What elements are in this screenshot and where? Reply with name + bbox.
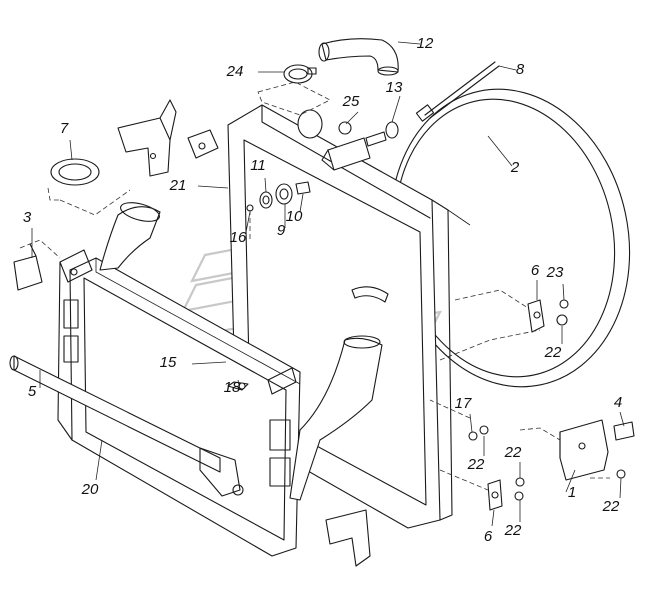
gasket-ring [50,158,100,186]
assembly-lines [19,81,610,491]
hose-clamp [283,64,317,84]
callout-c22c: 22 [504,444,522,461]
callout-c6a: 6 [531,262,540,279]
callout-c24: 24 [226,63,244,80]
fitting-parts [338,121,399,147]
callout-c2: 2 [510,159,520,176]
callout-c18: 18 [224,379,241,396]
callout-c9: 9 [277,222,286,239]
right-mount-bracket-lower [487,479,503,511]
callout-c22b: 22 [467,456,485,473]
callout-c10: 10 [286,208,303,225]
small-clip [187,129,219,159]
callout-c22e: 22 [602,498,620,515]
callout-c17: 17 [455,395,472,412]
callout-c16: 16 [230,229,247,246]
callout-c23: 23 [546,264,564,281]
outlet-pipe [289,335,383,501]
coolant-hose [318,38,399,76]
lower-coolant-tube [9,355,244,497]
callout-c13: 13 [386,79,403,96]
lower-center-bracket [325,509,371,567]
upper-left-bracket [117,99,177,177]
overflow-tube [415,61,500,122]
right-mount-bracket-upper [527,299,545,333]
drain-fittings [246,181,311,212]
callout-c6b: 6 [484,528,493,545]
callout-c5: 5 [28,383,37,400]
radiator-core [57,249,301,557]
callout-c22d: 22 [504,522,522,539]
fasteners [227,299,626,501]
callout-c22a: 22 [544,344,562,361]
upper-inlet-pipe [99,202,161,271]
callout-c21: 21 [169,177,187,194]
left-bracket [13,243,43,291]
lower-right-bracket [559,419,635,481]
callout-c11: 11 [250,157,266,174]
callout-c25: 25 [342,93,360,110]
callout-c3: 3 [23,209,32,226]
center-bracket [297,109,371,171]
callout-c12: 12 [417,35,434,52]
callout-c15: 15 [160,354,177,371]
callout-c7: 7 [60,120,69,137]
callout-labels: 1234566789101112131516171820212222222222… [23,35,622,545]
callout-c4: 4 [614,394,622,411]
callout-c20: 20 [81,481,99,498]
callout-c1: 1 [568,484,576,501]
callout-c8: 8 [516,61,525,78]
leader-lines [31,41,625,527]
